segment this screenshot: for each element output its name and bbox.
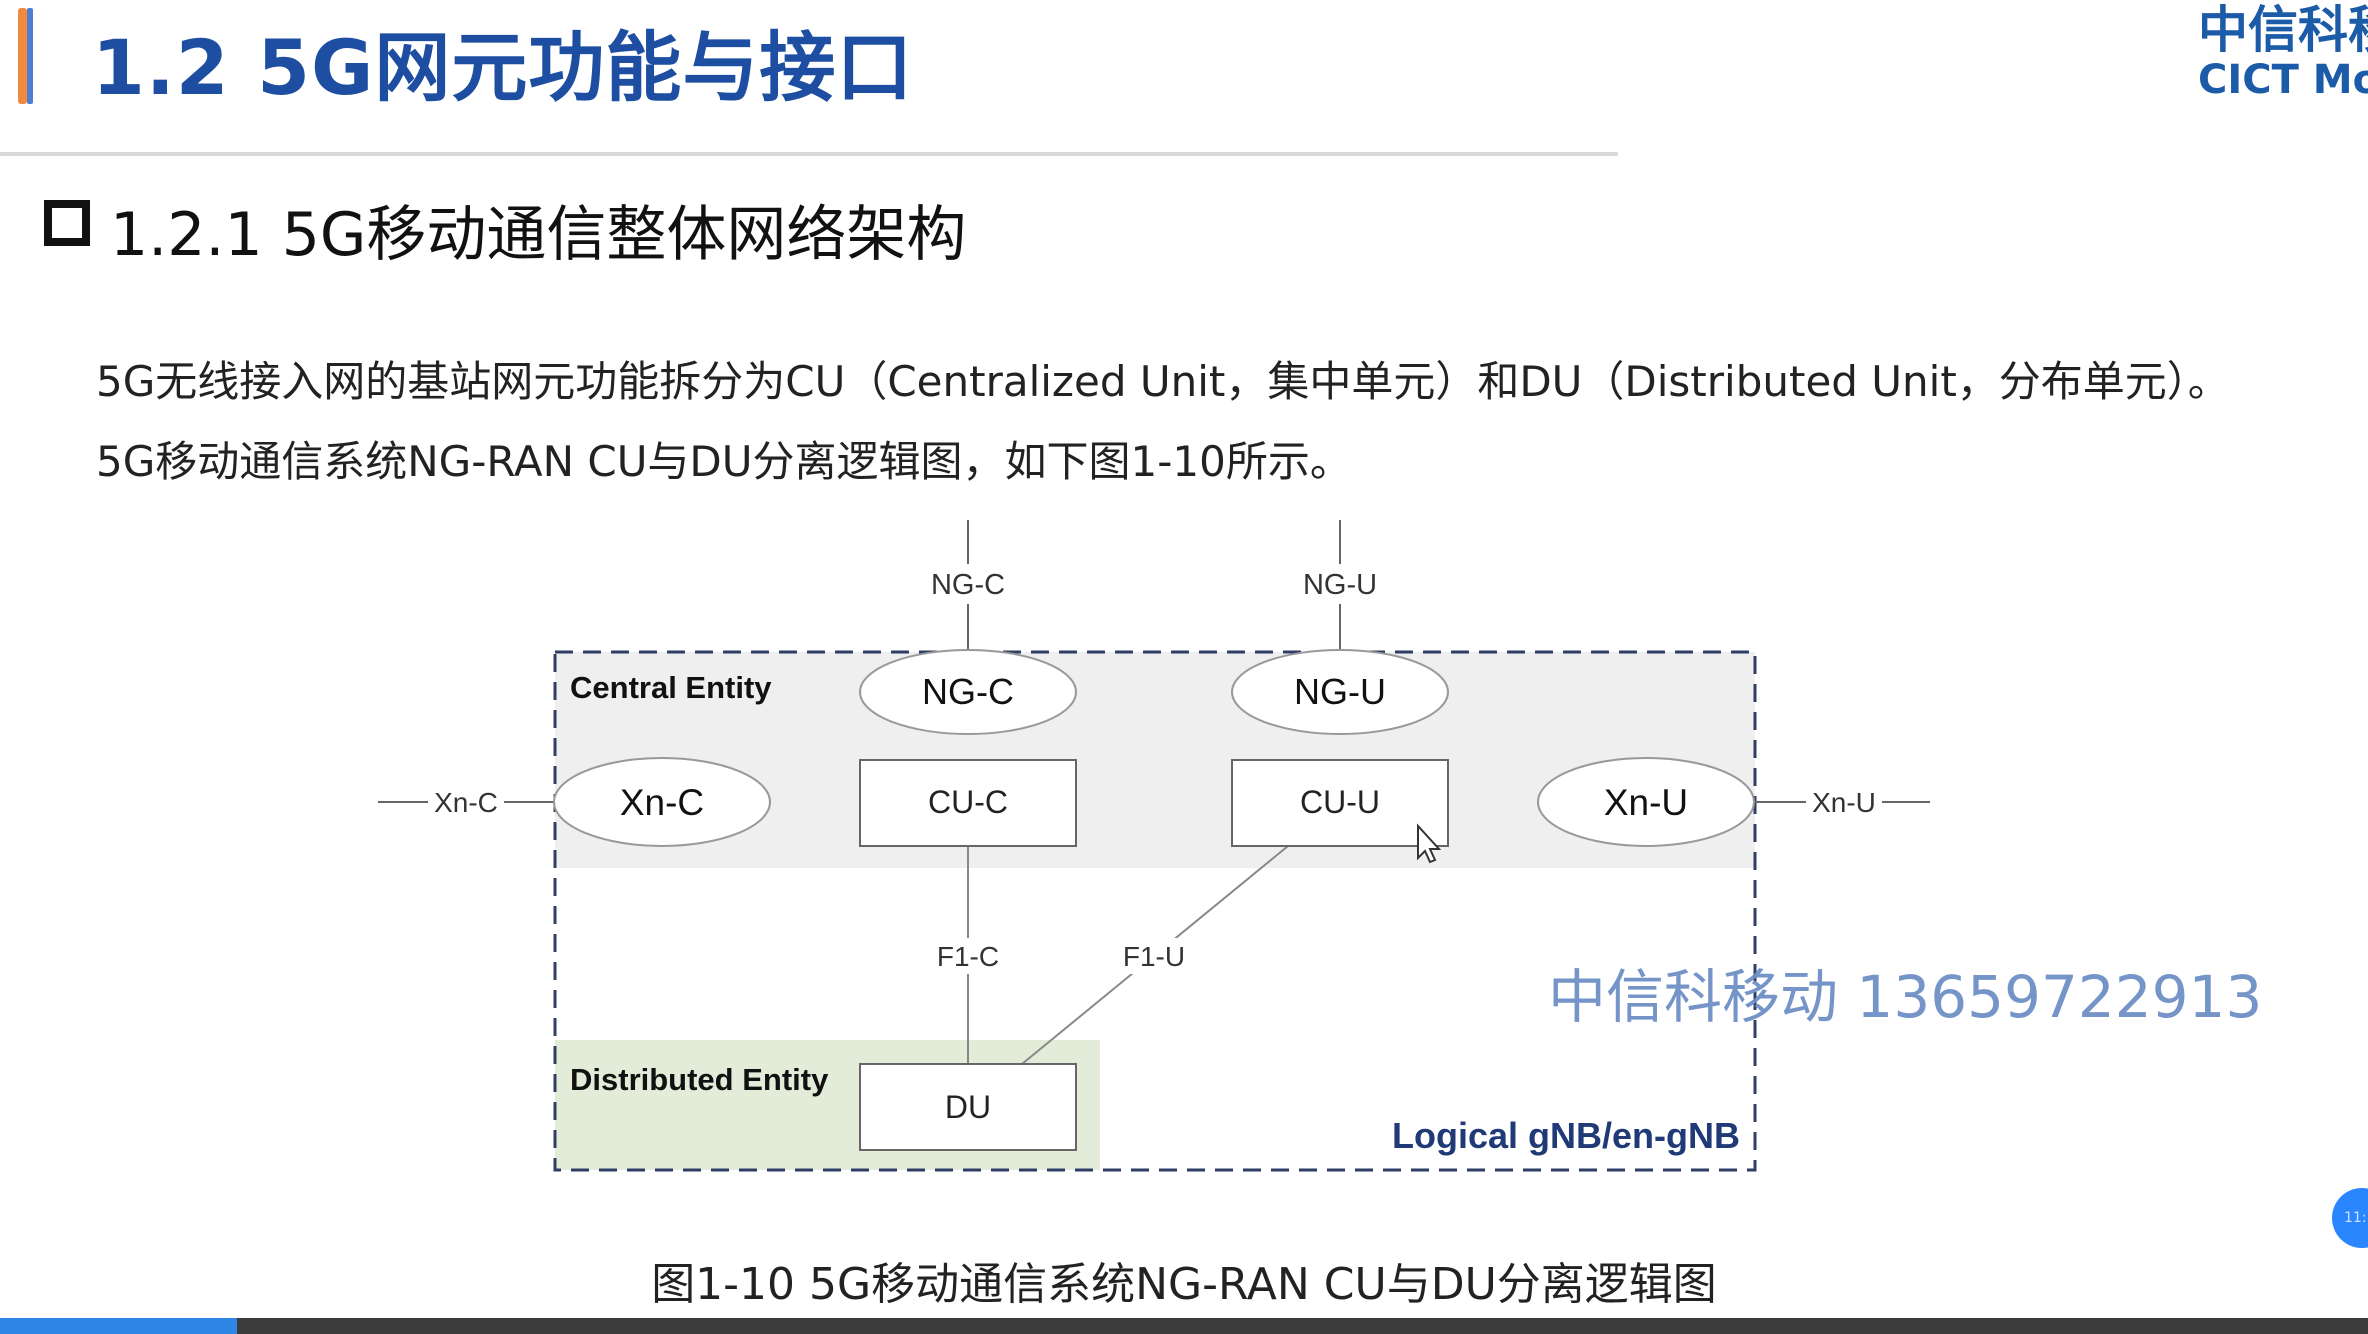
xn-c-ellipse-label: Xn-C <box>620 782 704 823</box>
distributed-entity-label: Distributed Entity <box>570 1062 829 1097</box>
ng-ran-cu-du-diagram: NG-C NG-U Xn-C Xn-U F1-C F1-U NG-C NG-U … <box>378 520 1930 1172</box>
cu-u-label: CU-U <box>1300 784 1380 820</box>
xn-u-ellipse-label: Xn-U <box>1604 782 1688 823</box>
central-entity-region <box>555 652 1755 868</box>
logical-gnb-boundary <box>553 650 1757 1172</box>
ng-c-ellipse-label: NG-C <box>922 671 1014 712</box>
slide-title: 1.2 5G网元功能与接口 <box>92 23 914 112</box>
section-bullet-icon <box>44 200 90 246</box>
title-accent-bar <box>18 8 33 104</box>
paragraph-figure-ref: 5G移动通信系统NG-RAN CU与DU分离逻辑图，如下图1-10所示。 <box>96 437 1352 486</box>
ng-u-ellipse-label: NG-U <box>1294 671 1386 712</box>
ng-u-external-label: NG-U <box>1303 569 1377 601</box>
du-label: DU <box>945 1089 991 1125</box>
cu-c-label: CU-C <box>928 784 1008 820</box>
cu-u-box <box>1231 759 1449 847</box>
section-title: 1.2.1 5G移动通信整体网络架构 <box>110 200 967 270</box>
logical-gnb-label: Logical gNB/en-gNB <box>1392 1115 1740 1156</box>
title-divider <box>0 152 1618 156</box>
ng-c-ellipse <box>859 649 1077 735</box>
company-logo: 中信科移 CICT Mo <box>2198 2 2368 102</box>
paragraph-cu-du-split: 5G无线接入网的基站网元功能拆分为CU（Centralized Unit，集中单… <box>96 357 2230 406</box>
f1-c-label: F1-C <box>937 941 999 972</box>
xn-u-external-label: Xn-U <box>1812 787 1876 818</box>
recording-timer-badge[interactable]: 11: <box>2332 1188 2368 1248</box>
timer-label: 11: <box>2344 1210 2367 1226</box>
ng-u-ellipse <box>1231 649 1449 735</box>
du-box <box>859 1063 1077 1151</box>
central-entity-label: Central Entity <box>570 670 772 705</box>
logo-chinese: 中信科移 <box>2198 1 2368 59</box>
cu-c-box <box>859 759 1077 847</box>
figure-caption: 图1-10 5G移动通信系统NG-RAN CU与DU分离逻辑图 <box>651 1259 1717 1310</box>
f1-u-label: F1-U <box>1123 941 1185 972</box>
video-progress-fill <box>0 1318 237 1334</box>
mouse-cursor-icon <box>1417 823 1442 864</box>
video-progress-bar[interactable] <box>0 1318 2368 1334</box>
watermark-text: 中信科移动 13659722913 <box>1548 963 2263 1031</box>
xn-u-ellipse <box>1537 757 1755 847</box>
logo-english: CICT Mo <box>2198 57 2368 103</box>
ng-c-external-label: NG-C <box>931 569 1005 601</box>
xn-c-ellipse <box>553 757 771 847</box>
xn-c-external-label: Xn-C <box>434 787 498 818</box>
